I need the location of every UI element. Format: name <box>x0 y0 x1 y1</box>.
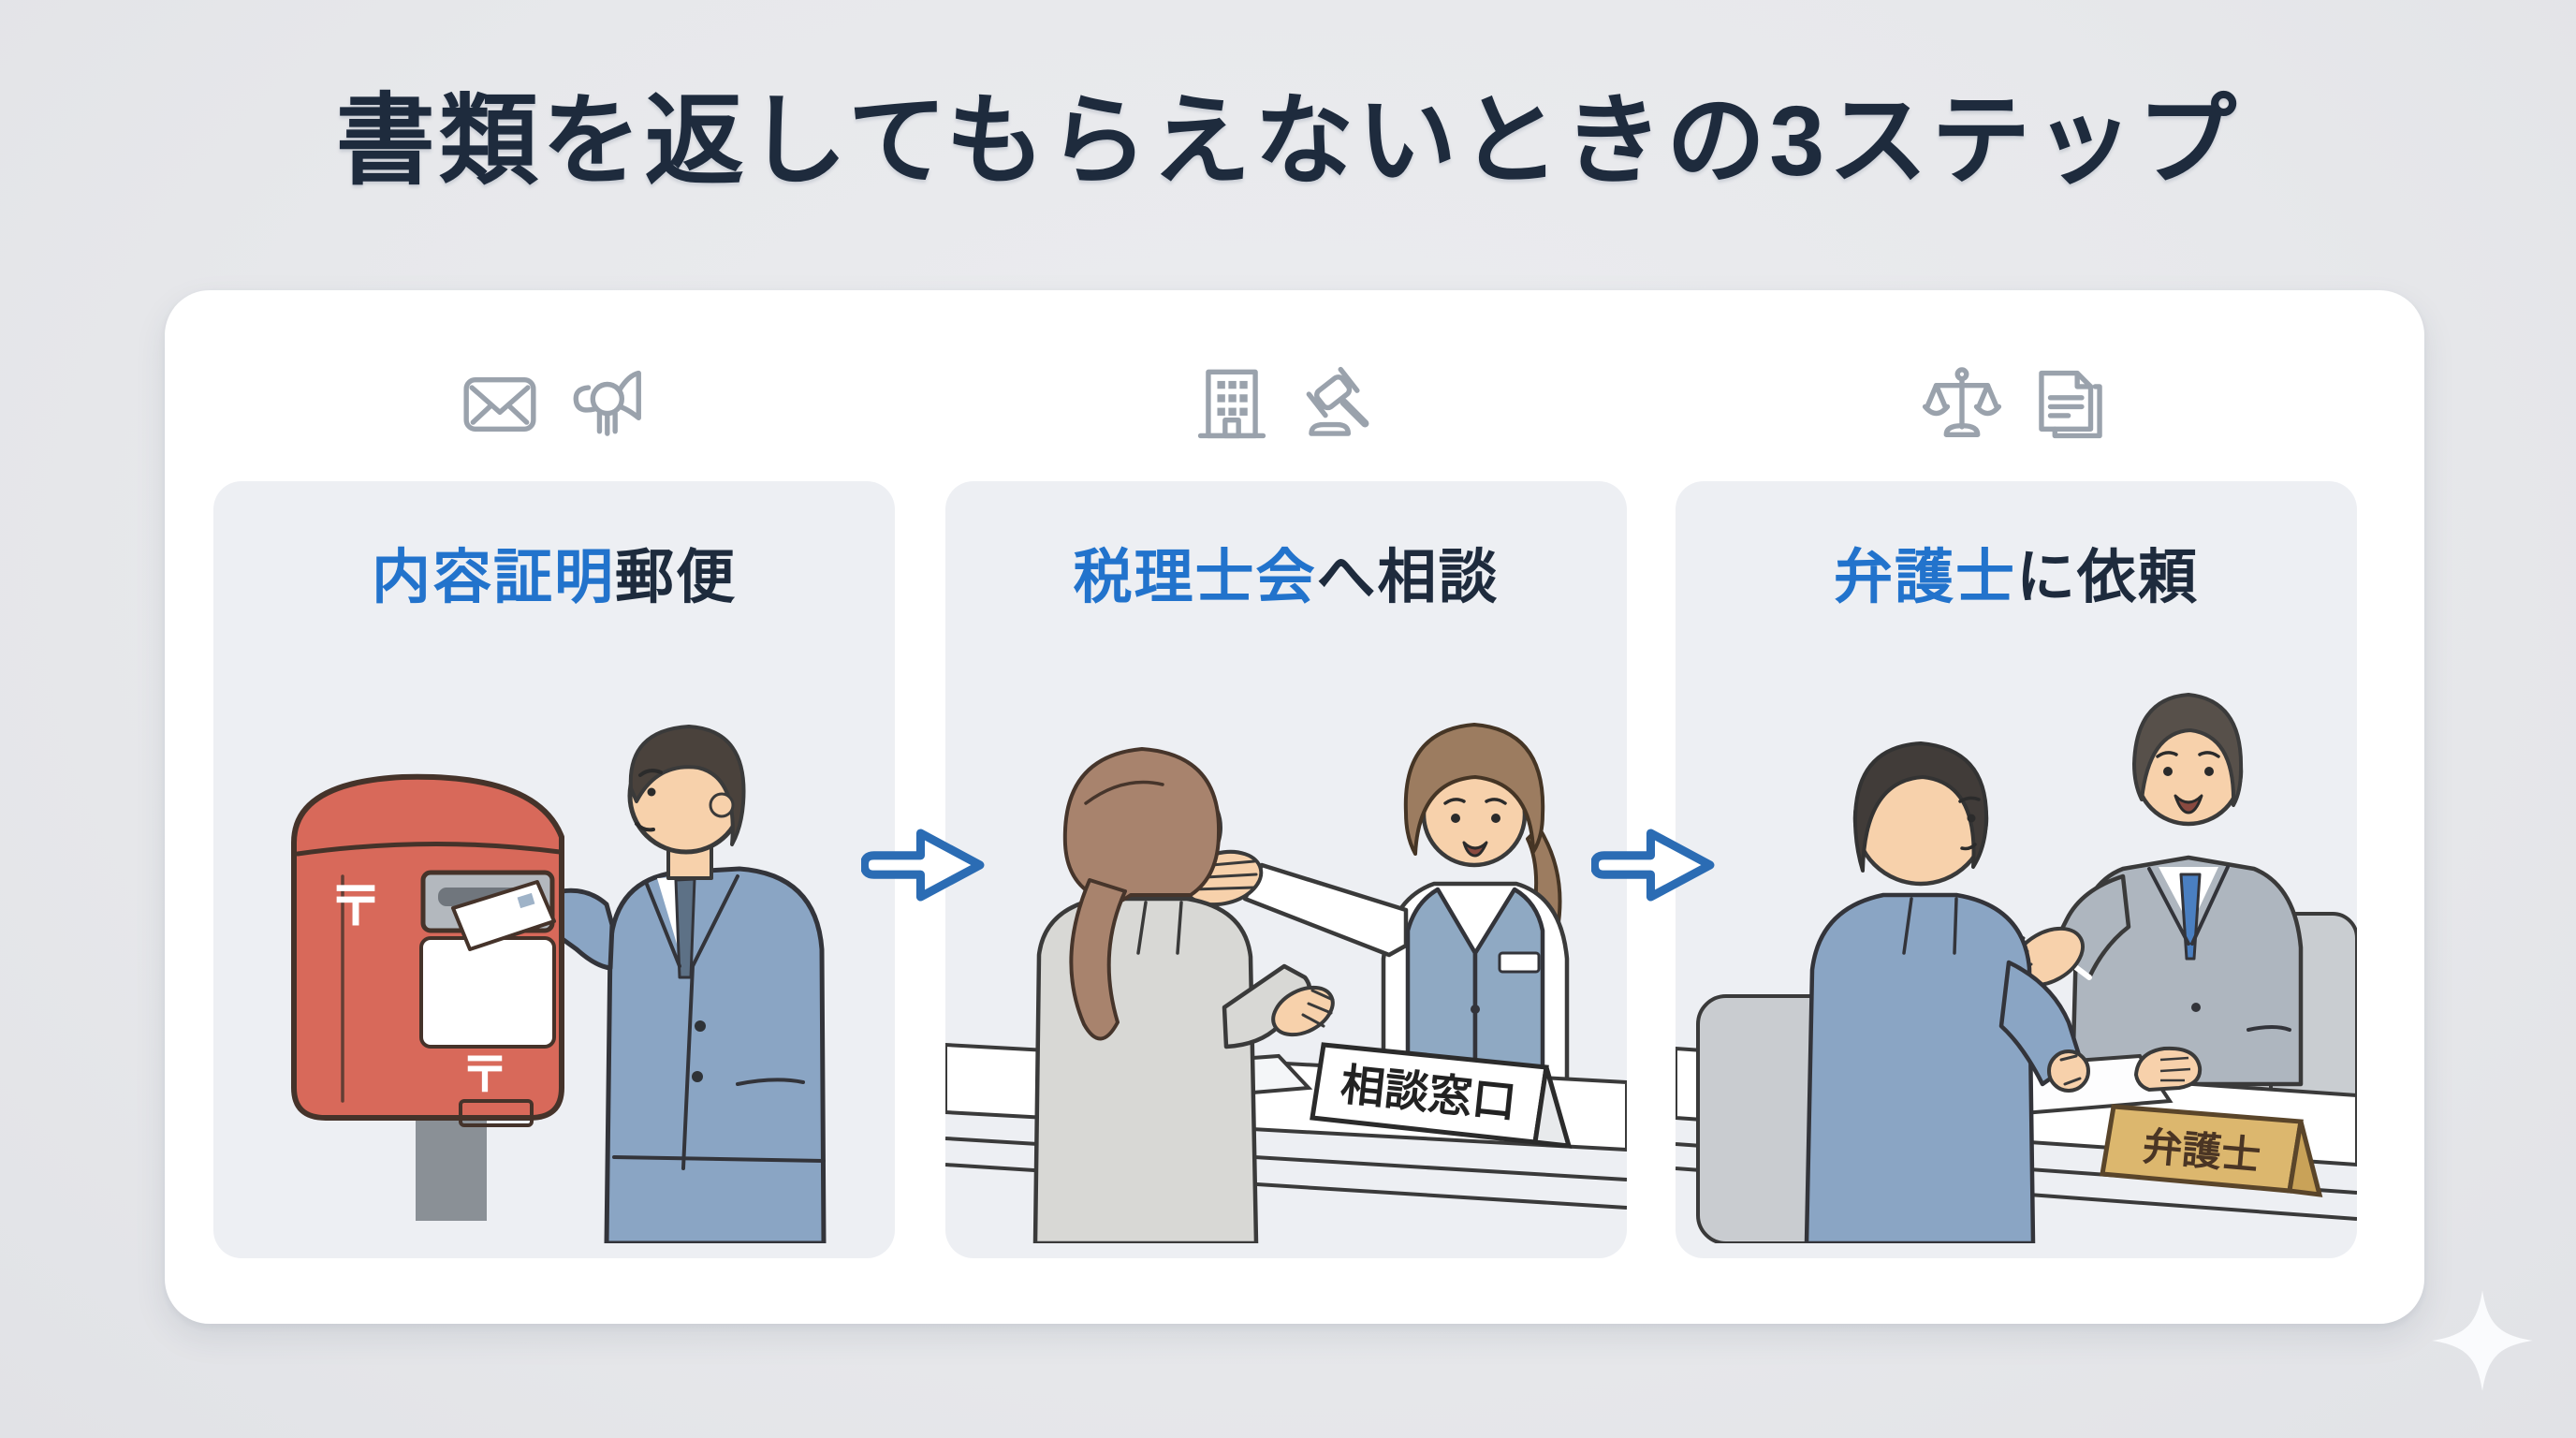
steps-card: 内容証明郵便 <box>165 290 2424 1324</box>
step-2-icons <box>945 361 1627 448</box>
step-2-title: 税理士会へ相談 <box>945 530 1627 615</box>
receptionist <box>1181 723 1570 1096</box>
postbox-mark-top: 〒 <box>329 876 383 937</box>
documents-icon <box>2039 370 2102 439</box>
step-1: 内容証明郵便 <box>213 290 895 1324</box>
consultation-sign: 相談窓口 <box>1310 1042 1573 1149</box>
gavel-icon <box>1306 366 1369 436</box>
scales-icon <box>1922 367 2002 437</box>
step-2-title-rest: へ相談 <box>1316 545 1500 610</box>
step-1-title-highlight: 内容証明 <box>372 545 615 610</box>
client-woman-hand <box>1271 985 1335 1037</box>
step-2-panel: 税理士会へ相談 <box>945 481 1627 1258</box>
step-1-icons <box>213 361 895 448</box>
step-3-icons <box>1676 361 2357 448</box>
step-3-panel: 弁護士に依頼 <box>1676 481 2357 1258</box>
step-1-title: 内容証明郵便 <box>213 530 895 615</box>
lawyer-resting-hand <box>2133 1046 2203 1093</box>
step-1-title-rest: 郵便 <box>615 545 737 610</box>
step-2-title-highlight: 税理士会 <box>1073 545 1317 610</box>
man-in-suit <box>509 725 827 1243</box>
sparkle-decoration <box>2432 1290 2533 1391</box>
envelope-icon <box>463 377 536 432</box>
page-title: 書類を返してもらえないときの3ステップ <box>335 86 2241 197</box>
step-3-title: 弁護士に依頼 <box>1676 530 2357 615</box>
step-3: 弁護士に依頼 <box>1676 290 2357 1324</box>
postbox-illustration: 〒 〒 <box>291 725 827 1243</box>
office-building-icon <box>1197 369 1266 439</box>
arrow-step1-to-step2 <box>861 829 985 902</box>
step-3-title-rest: に依頼 <box>2016 545 2199 610</box>
step-1-panel: 内容証明郵便 <box>213 481 895 1258</box>
envelope-in-slot <box>451 880 556 951</box>
lawyer-nameplate-label: 弁護士 <box>2141 1124 2262 1179</box>
postbox-mark-bottom: 〒 <box>461 1049 509 1103</box>
arrow-step2-to-step3 <box>1591 829 1715 902</box>
lawyer-nameplate: 弁護士 <box>2100 1104 2323 1197</box>
step-2: 税理士会へ相談 <box>945 290 1627 1324</box>
lawyer <box>1996 693 2304 1087</box>
step-3-title-highlight: 弁護士 <box>1834 545 2016 610</box>
red-postbox: 〒 〒 <box>291 773 564 1221</box>
client-woman <box>1032 747 1335 1243</box>
consultation-counter-illustration: 相談窓口 <box>945 723 1627 1243</box>
client-man <box>1696 741 2090 1243</box>
postal-horn-icon <box>573 370 641 436</box>
lawyer-meeting-illustration: 弁護士 <box>1676 693 2357 1243</box>
